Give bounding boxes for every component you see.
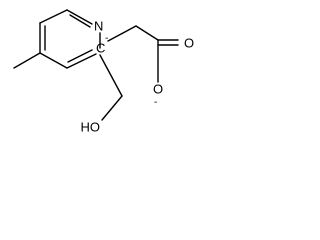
oxyanion-charge: - xyxy=(154,97,157,108)
bond-ch2-oh xyxy=(101,95,123,121)
carbanion-charge: - xyxy=(105,33,108,44)
carbon-label: C xyxy=(96,40,105,55)
bond-ch2-carboxyl xyxy=(135,25,159,41)
carbonyl-oxygen-label: O xyxy=(184,35,194,50)
bond-c4-c3 xyxy=(39,52,68,69)
bond-c2-ch2oh xyxy=(99,54,123,97)
bond-methyl xyxy=(13,52,41,69)
bond-c6-c5 xyxy=(39,9,68,24)
bond-c3-c2 xyxy=(66,53,97,69)
chemical-structure: N C - O O - HO xyxy=(13,9,194,134)
bond-n1-c6-double xyxy=(69,14,91,28)
bond-n1-c6 xyxy=(66,9,93,25)
nitrogen-label: N xyxy=(94,18,103,33)
bond-c2-ch2 xyxy=(107,25,137,42)
bond-c3-c2-double xyxy=(67,49,93,63)
hydroxyl-label: HO xyxy=(81,119,101,134)
oxyanion-label: O xyxy=(153,81,163,96)
